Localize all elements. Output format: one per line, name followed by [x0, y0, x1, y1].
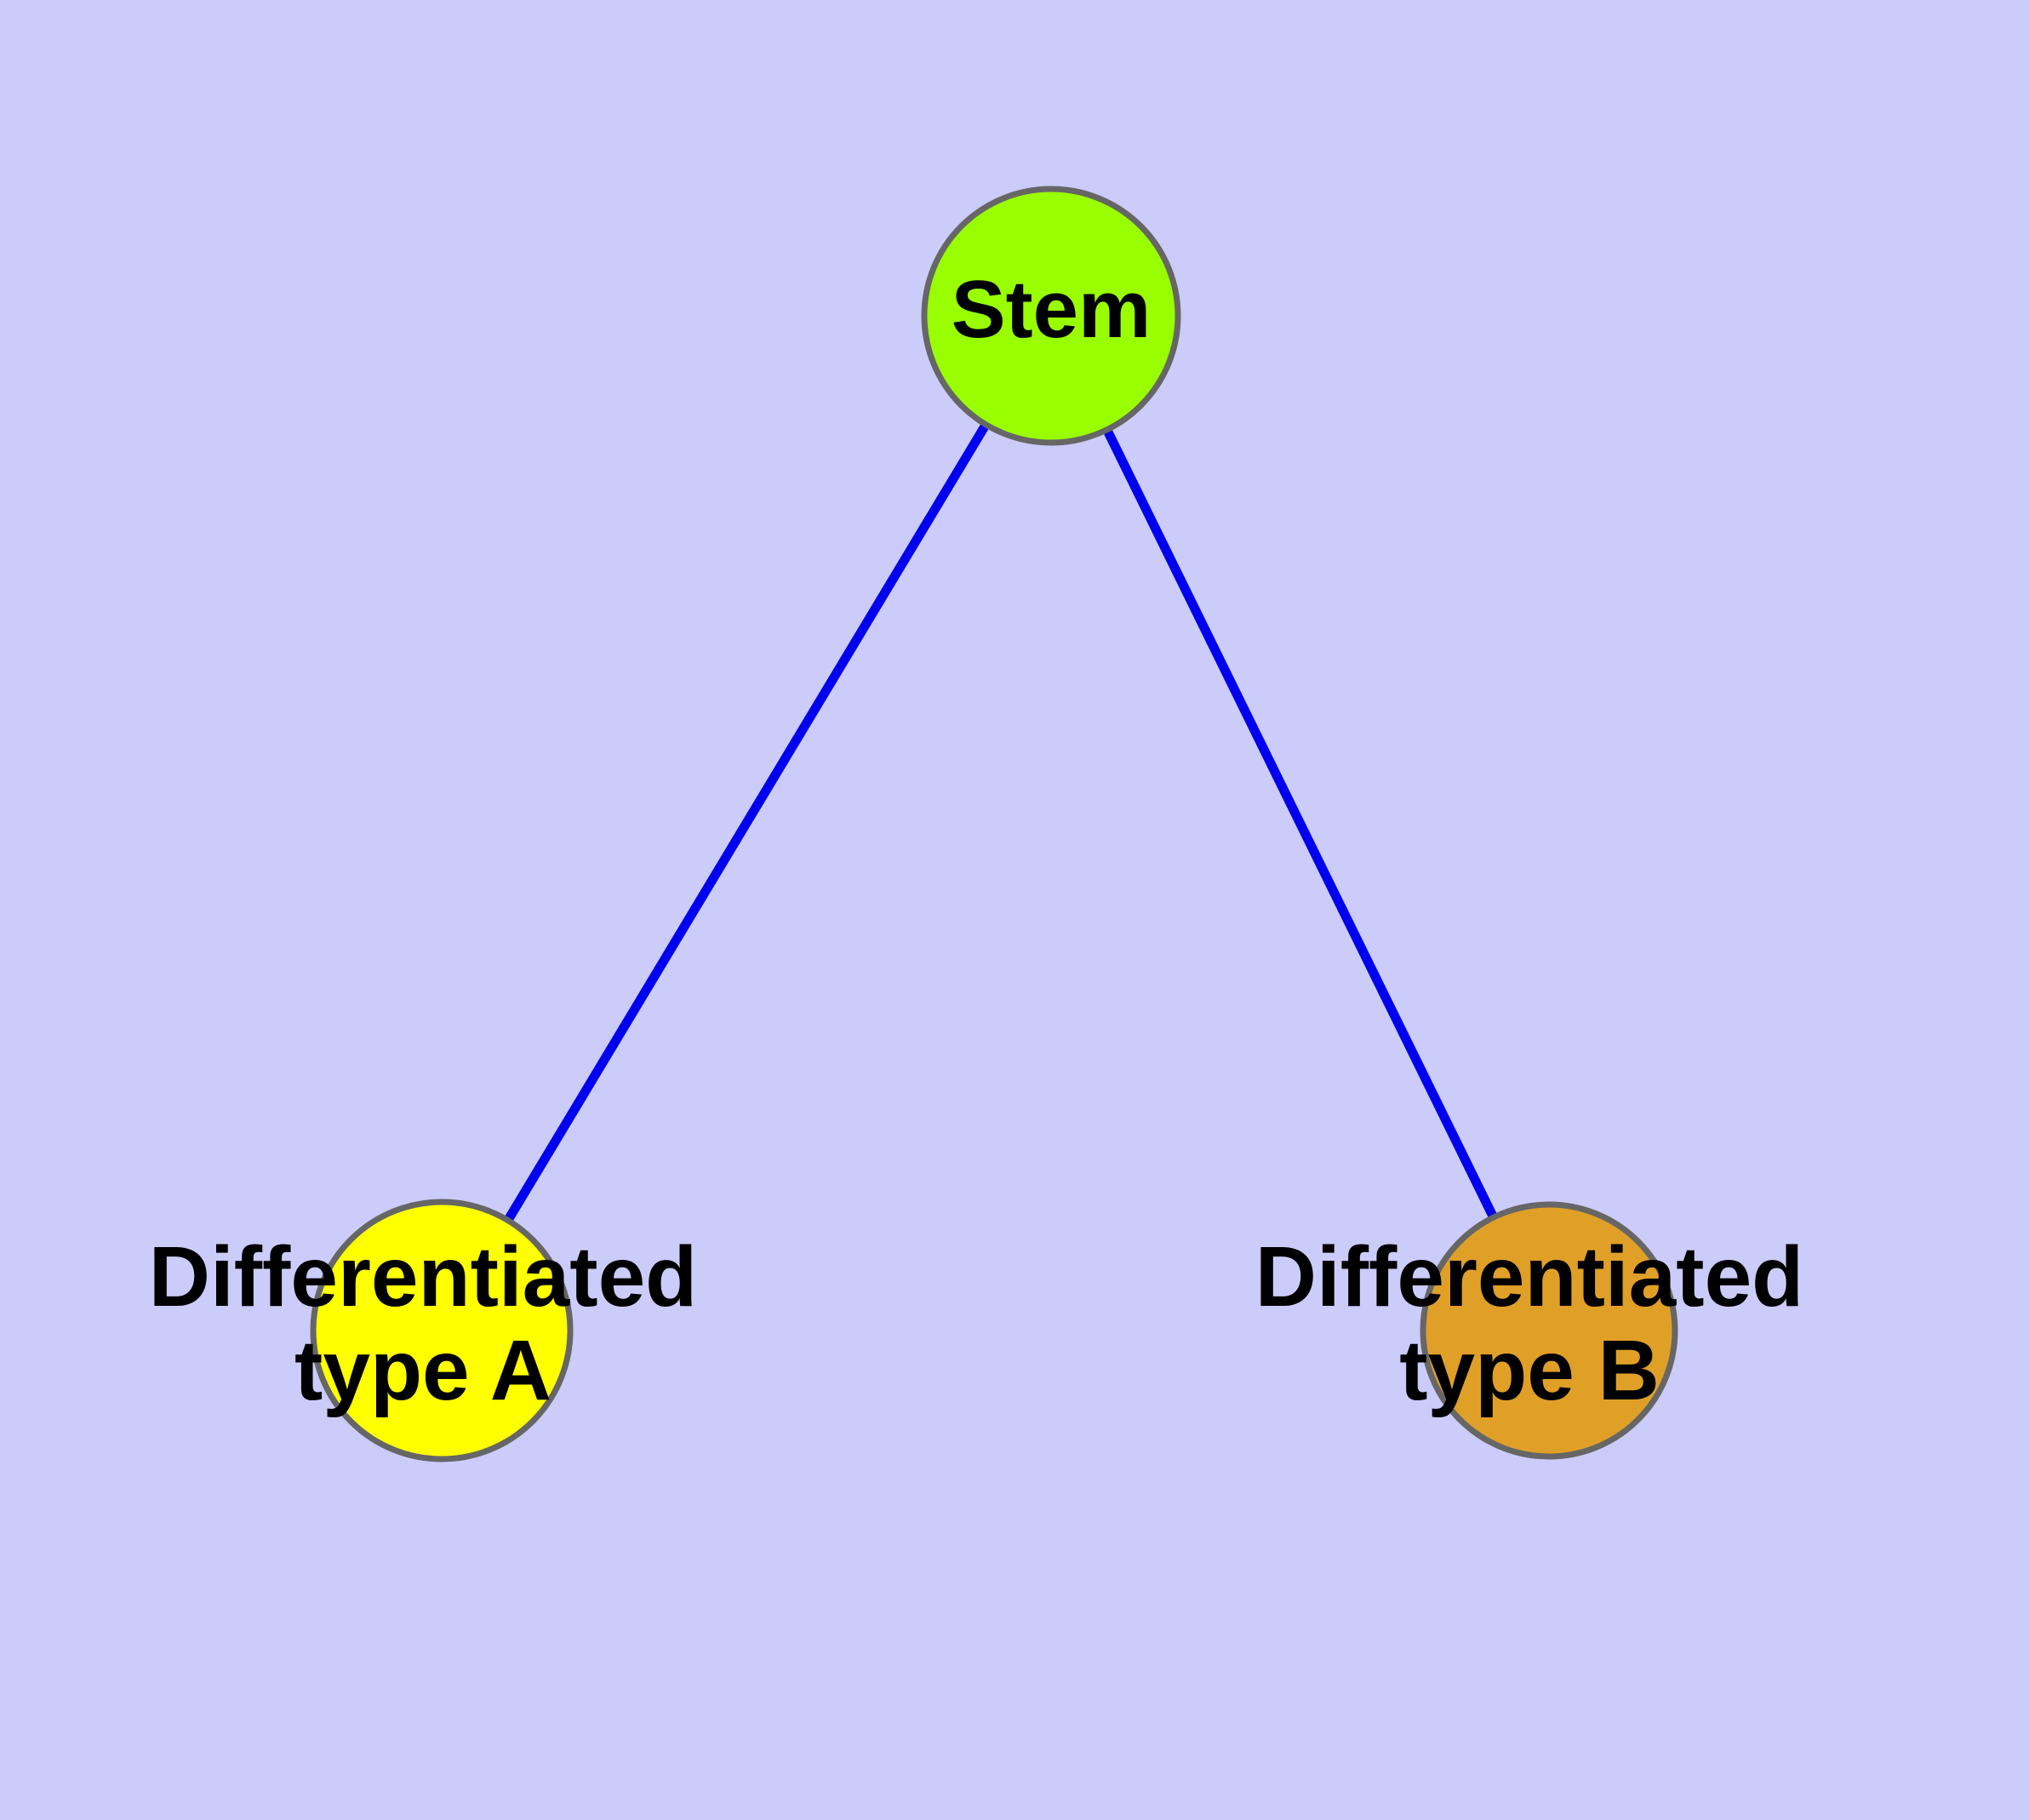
- node-label-line: Differentiated: [1255, 1229, 1804, 1325]
- edge-stem-to-diff-b[interactable]: [1047, 313, 1553, 1333]
- edge-stem-to-diff-a[interactable]: [437, 313, 1055, 1333]
- node-label-line: type B: [1399, 1323, 1660, 1418]
- edge-layer: [437, 313, 1553, 1333]
- node-label-line: Differentiated: [149, 1229, 698, 1325]
- node-circle-diff-a[interactable]: [310, 1199, 574, 1462]
- node-circle-stem[interactable]: [921, 186, 1181, 446]
- node-circle-diff-b[interactable]: [1420, 1201, 1678, 1460]
- node-stem[interactable]: Stem: [921, 186, 1181, 446]
- node-label-stem: Stem: [952, 264, 1152, 355]
- node-label-line: type A: [294, 1323, 552, 1418]
- node-label-line: Stem: [952, 264, 1152, 355]
